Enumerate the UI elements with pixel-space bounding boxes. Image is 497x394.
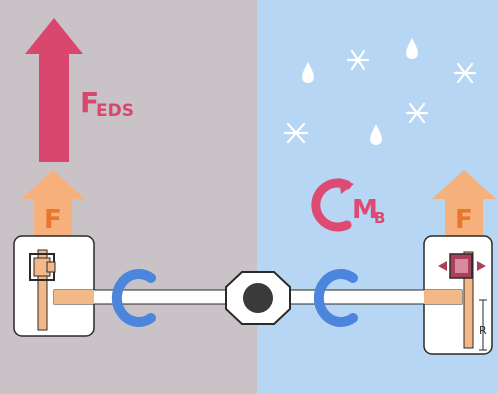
snowflake-icon: [346, 49, 370, 71]
feds-label: F: [80, 86, 99, 119]
raindrop-icon: [302, 62, 314, 83]
feds-label-subscript: EDS: [96, 101, 134, 121]
feds-arrow-icon: [25, 18, 83, 162]
moment-arrow-icon: [311, 178, 354, 232]
force-arrow-icon: [21, 170, 85, 236]
raindrop-icon: [370, 124, 382, 145]
rotation-arrow-icon: [111, 269, 156, 327]
weather-icons: [283, 38, 477, 145]
snowflake-icon: [453, 62, 477, 84]
force-arrow-icon: [432, 170, 496, 236]
brake-disc-left: [29, 249, 56, 331]
brake-disc-right: [438, 251, 486, 349]
raindrop-icon: [406, 38, 418, 59]
radius-label: R: [479, 324, 487, 337]
clamp-arrow-icon: [438, 261, 447, 271]
snowflake-icon: [283, 122, 309, 144]
rotation-arrow-icon: [313, 269, 358, 327]
differential-icon: [225, 271, 291, 325]
clamp-arrow-icon: [477, 261, 486, 271]
moment-label: M: [352, 195, 378, 225]
force-left-label: F: [44, 205, 62, 235]
wheel-left: [13, 235, 95, 337]
moment-label-subscript: B: [374, 209, 385, 227]
radius-marker: [479, 299, 487, 351]
force-right-label: F: [455, 205, 473, 235]
snowflake-icon: [405, 102, 429, 124]
